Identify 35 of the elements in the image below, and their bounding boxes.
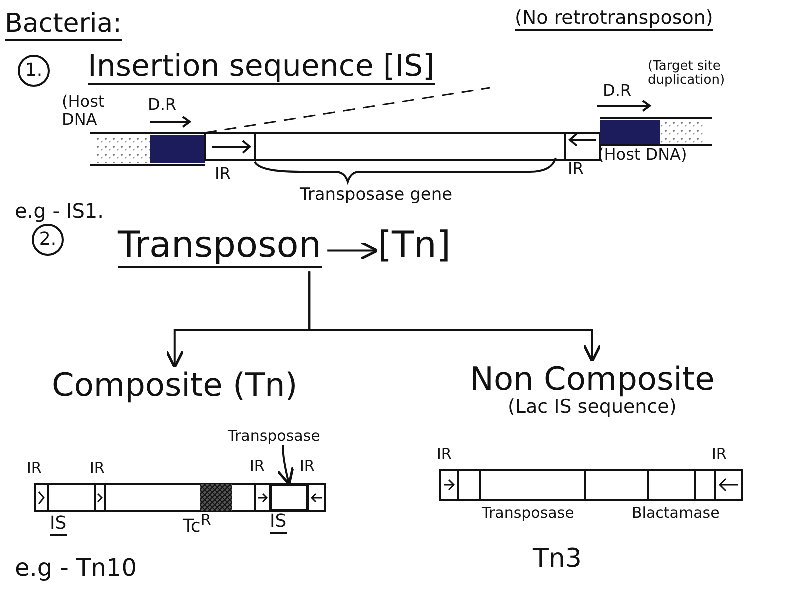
heading-text: Bacteria: xyxy=(5,10,122,41)
part-label: D.R xyxy=(148,96,177,114)
circled-number: 2. xyxy=(32,224,64,256)
example-text: Tn3 xyxy=(533,545,582,574)
part-label: IR xyxy=(27,460,42,476)
example-text: e.g - IS1. xyxy=(15,200,104,222)
part-label: IR xyxy=(250,458,265,474)
circled-number: 1. xyxy=(18,55,50,87)
part-label: IR xyxy=(90,460,105,476)
heading-text: Composite (Tn) xyxy=(52,368,298,404)
arrow xyxy=(276,445,295,486)
gene-segment xyxy=(270,484,308,511)
part-label: Tc$^{R}$ xyxy=(183,512,212,537)
part-label: IR xyxy=(712,446,727,462)
note-text: (Lac IS sequence) xyxy=(506,397,677,418)
part-label: (Host DNA xyxy=(62,93,106,128)
part-label: IR xyxy=(300,458,315,474)
note-text: (No retrotransposon) xyxy=(515,8,714,31)
part-label: IR xyxy=(568,160,584,178)
example-text: e.g - Tn10 xyxy=(15,555,137,582)
arrow xyxy=(308,272,602,363)
arrow xyxy=(328,242,379,260)
heading-text: Transposon xyxy=(118,226,322,268)
term-label: [Tn] xyxy=(378,226,451,266)
part-label: IS xyxy=(50,514,67,536)
heading-text: Non Composite xyxy=(470,362,715,398)
heading-text: Insertion sequence [IS] xyxy=(88,50,435,85)
part-label: Transposase gene xyxy=(300,186,453,205)
part-label: IR xyxy=(437,446,452,462)
part-label: D.R xyxy=(603,82,632,100)
part-label: Transposase xyxy=(482,505,574,522)
part-label: Transposase xyxy=(228,428,320,444)
part-label: Blactamase xyxy=(632,505,720,522)
part-label: IR xyxy=(215,165,231,183)
note-text: (Target site duplication) xyxy=(648,60,726,89)
